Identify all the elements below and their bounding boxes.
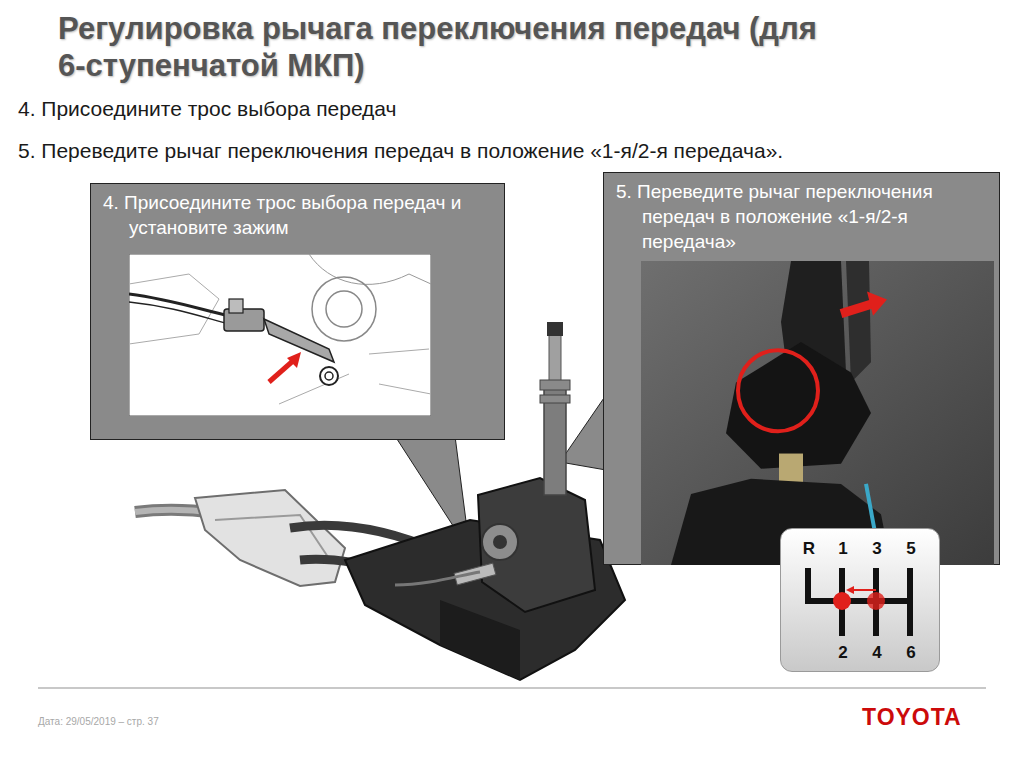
gear-number: 1 bbox=[826, 539, 860, 559]
callout-box: 5. Переведите рычаг переключения передач… bbox=[603, 172, 1000, 565]
callout-text: 4. Присоедините трос выбора передач и ус… bbox=[91, 184, 504, 240]
callout-box: 4. Присоедините трос выбора передач и ус… bbox=[90, 183, 505, 440]
footer-date: Дата: 29/05/2019 – стр. 37 bbox=[38, 716, 159, 729]
brand-logo: TOYOTA bbox=[862, 703, 962, 732]
callout-text: 5. Переведите рычаг переключения передач… bbox=[604, 173, 999, 254]
cable-drawing bbox=[129, 254, 431, 416]
inner-cable bbox=[395, 572, 480, 585]
selector-pivot bbox=[482, 524, 518, 560]
gear-pattern-box: R135 246 bbox=[780, 528, 940, 672]
base-side bbox=[440, 600, 520, 680]
step-text: 4. Присоедините трос выбора передач bbox=[18, 96, 397, 122]
pivot-hole bbox=[493, 535, 507, 549]
gear-number: R bbox=[792, 539, 826, 559]
gear-number: 4 bbox=[860, 643, 894, 663]
gear-row: R135 bbox=[792, 539, 928, 559]
gear-number: 3 bbox=[860, 539, 894, 559]
footer-rule bbox=[38, 687, 986, 689]
lever-collar bbox=[540, 380, 570, 390]
step-text: 5. Переведите рычаг переключения передач… bbox=[18, 138, 783, 164]
lever-collar bbox=[540, 395, 570, 403]
lever-tip bbox=[547, 322, 563, 336]
callout-tail bbox=[560, 395, 606, 470]
lever-housing bbox=[478, 478, 595, 612]
gear-number: 2 bbox=[826, 643, 860, 663]
slide-title: Регулировка рычага переключения передач … bbox=[58, 10, 828, 84]
gear-row: 246 bbox=[826, 643, 928, 663]
lever-photo bbox=[641, 261, 994, 565]
cable-bracket bbox=[195, 490, 345, 586]
gear-number: 6 bbox=[894, 643, 928, 663]
gear-number: 5 bbox=[894, 539, 928, 559]
